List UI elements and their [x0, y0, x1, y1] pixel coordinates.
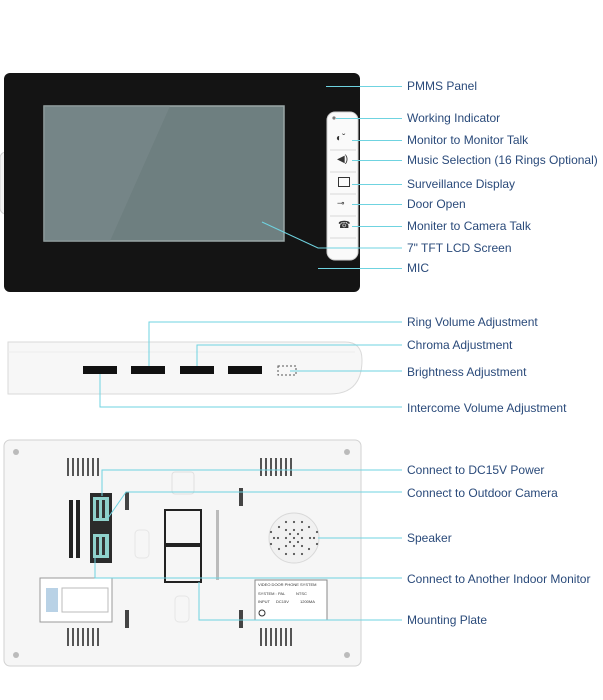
label-pmms-panel: PMMS Panel: [407, 79, 478, 93]
label-outdoor-camera: Connect to Outdoor Camera: [407, 486, 558, 500]
leader-working: [336, 118, 402, 119]
label-moniter-to-camera-talk: Moniter to Camera Talk: [407, 219, 531, 233]
slot-ring-volume: [131, 366, 165, 374]
label-chroma: Chroma Adjustment: [407, 338, 513, 352]
front-device-drawing: [0, 73, 360, 292]
slot-intercom-volume: [83, 366, 117, 374]
phone-icon[interactable]: ☎: [338, 220, 351, 231]
label-mounting-plate: Mounting Plate: [407, 613, 488, 627]
sticker-title: VIDEO DOOR PHONE SYSTEM: [258, 582, 317, 587]
side-device-drawing: [7, 321, 402, 408]
leader-music: [352, 160, 402, 161]
sticker-input-value: DC15V: [276, 599, 289, 604]
speaker-icon[interactable]: ◀): [337, 154, 349, 165]
surveillance-icon[interactable]: [338, 177, 350, 187]
side-port: [277, 365, 297, 376]
label-intercome-volume: Intercome Volume Adjustment: [407, 401, 567, 415]
sticker-pal: PAL: [278, 591, 286, 596]
leader-mic: [318, 268, 402, 269]
label-music-selection: Music Selection (16 Rings Optional): [407, 153, 598, 167]
leader-pmms: [326, 86, 402, 87]
leader-camera-talk: [352, 226, 402, 227]
leader-m2m: [352, 140, 402, 141]
sticker-ntsc: NTSC: [296, 591, 307, 596]
label-another-indoor-monitor: Connect to Another Indoor Monitor: [407, 572, 591, 586]
label-mic: MIC: [407, 261, 429, 275]
key-icon[interactable]: ⊸: [337, 198, 345, 208]
monitor-talk-icon[interactable]: ◐ˇ: [336, 133, 346, 144]
sticker-current: 1200MA: [300, 599, 315, 604]
label-working-indicator: Working Indicator: [407, 111, 501, 125]
slot-brightness: [228, 366, 262, 374]
leader-surveillance: [352, 184, 402, 185]
speaker-holes: [269, 520, 319, 556]
label-brightness: Brightness Adjustment: [407, 365, 527, 379]
sticker-system-label: SYSTEM :: [258, 591, 277, 596]
label-surveillance-display: Surveillance Display: [407, 177, 516, 191]
label-dc15v-power: Connect to DC15V Power: [407, 463, 545, 477]
label-lcd-screen: 7" TFT LCD Screen: [407, 241, 512, 255]
label-monitor-to-monitor-talk: Monitor to Monitor Talk: [407, 133, 529, 147]
leader-door: [352, 204, 402, 205]
label-door-open: Door Open: [407, 197, 466, 211]
sticker-input-label: INPUT: [258, 599, 270, 604]
slot-chroma: [180, 366, 214, 374]
label-speaker: Speaker: [407, 531, 452, 545]
label-ring-volume: Ring Volume Adjustment: [407, 315, 538, 329]
leader-lcd: [261, 221, 402, 249]
